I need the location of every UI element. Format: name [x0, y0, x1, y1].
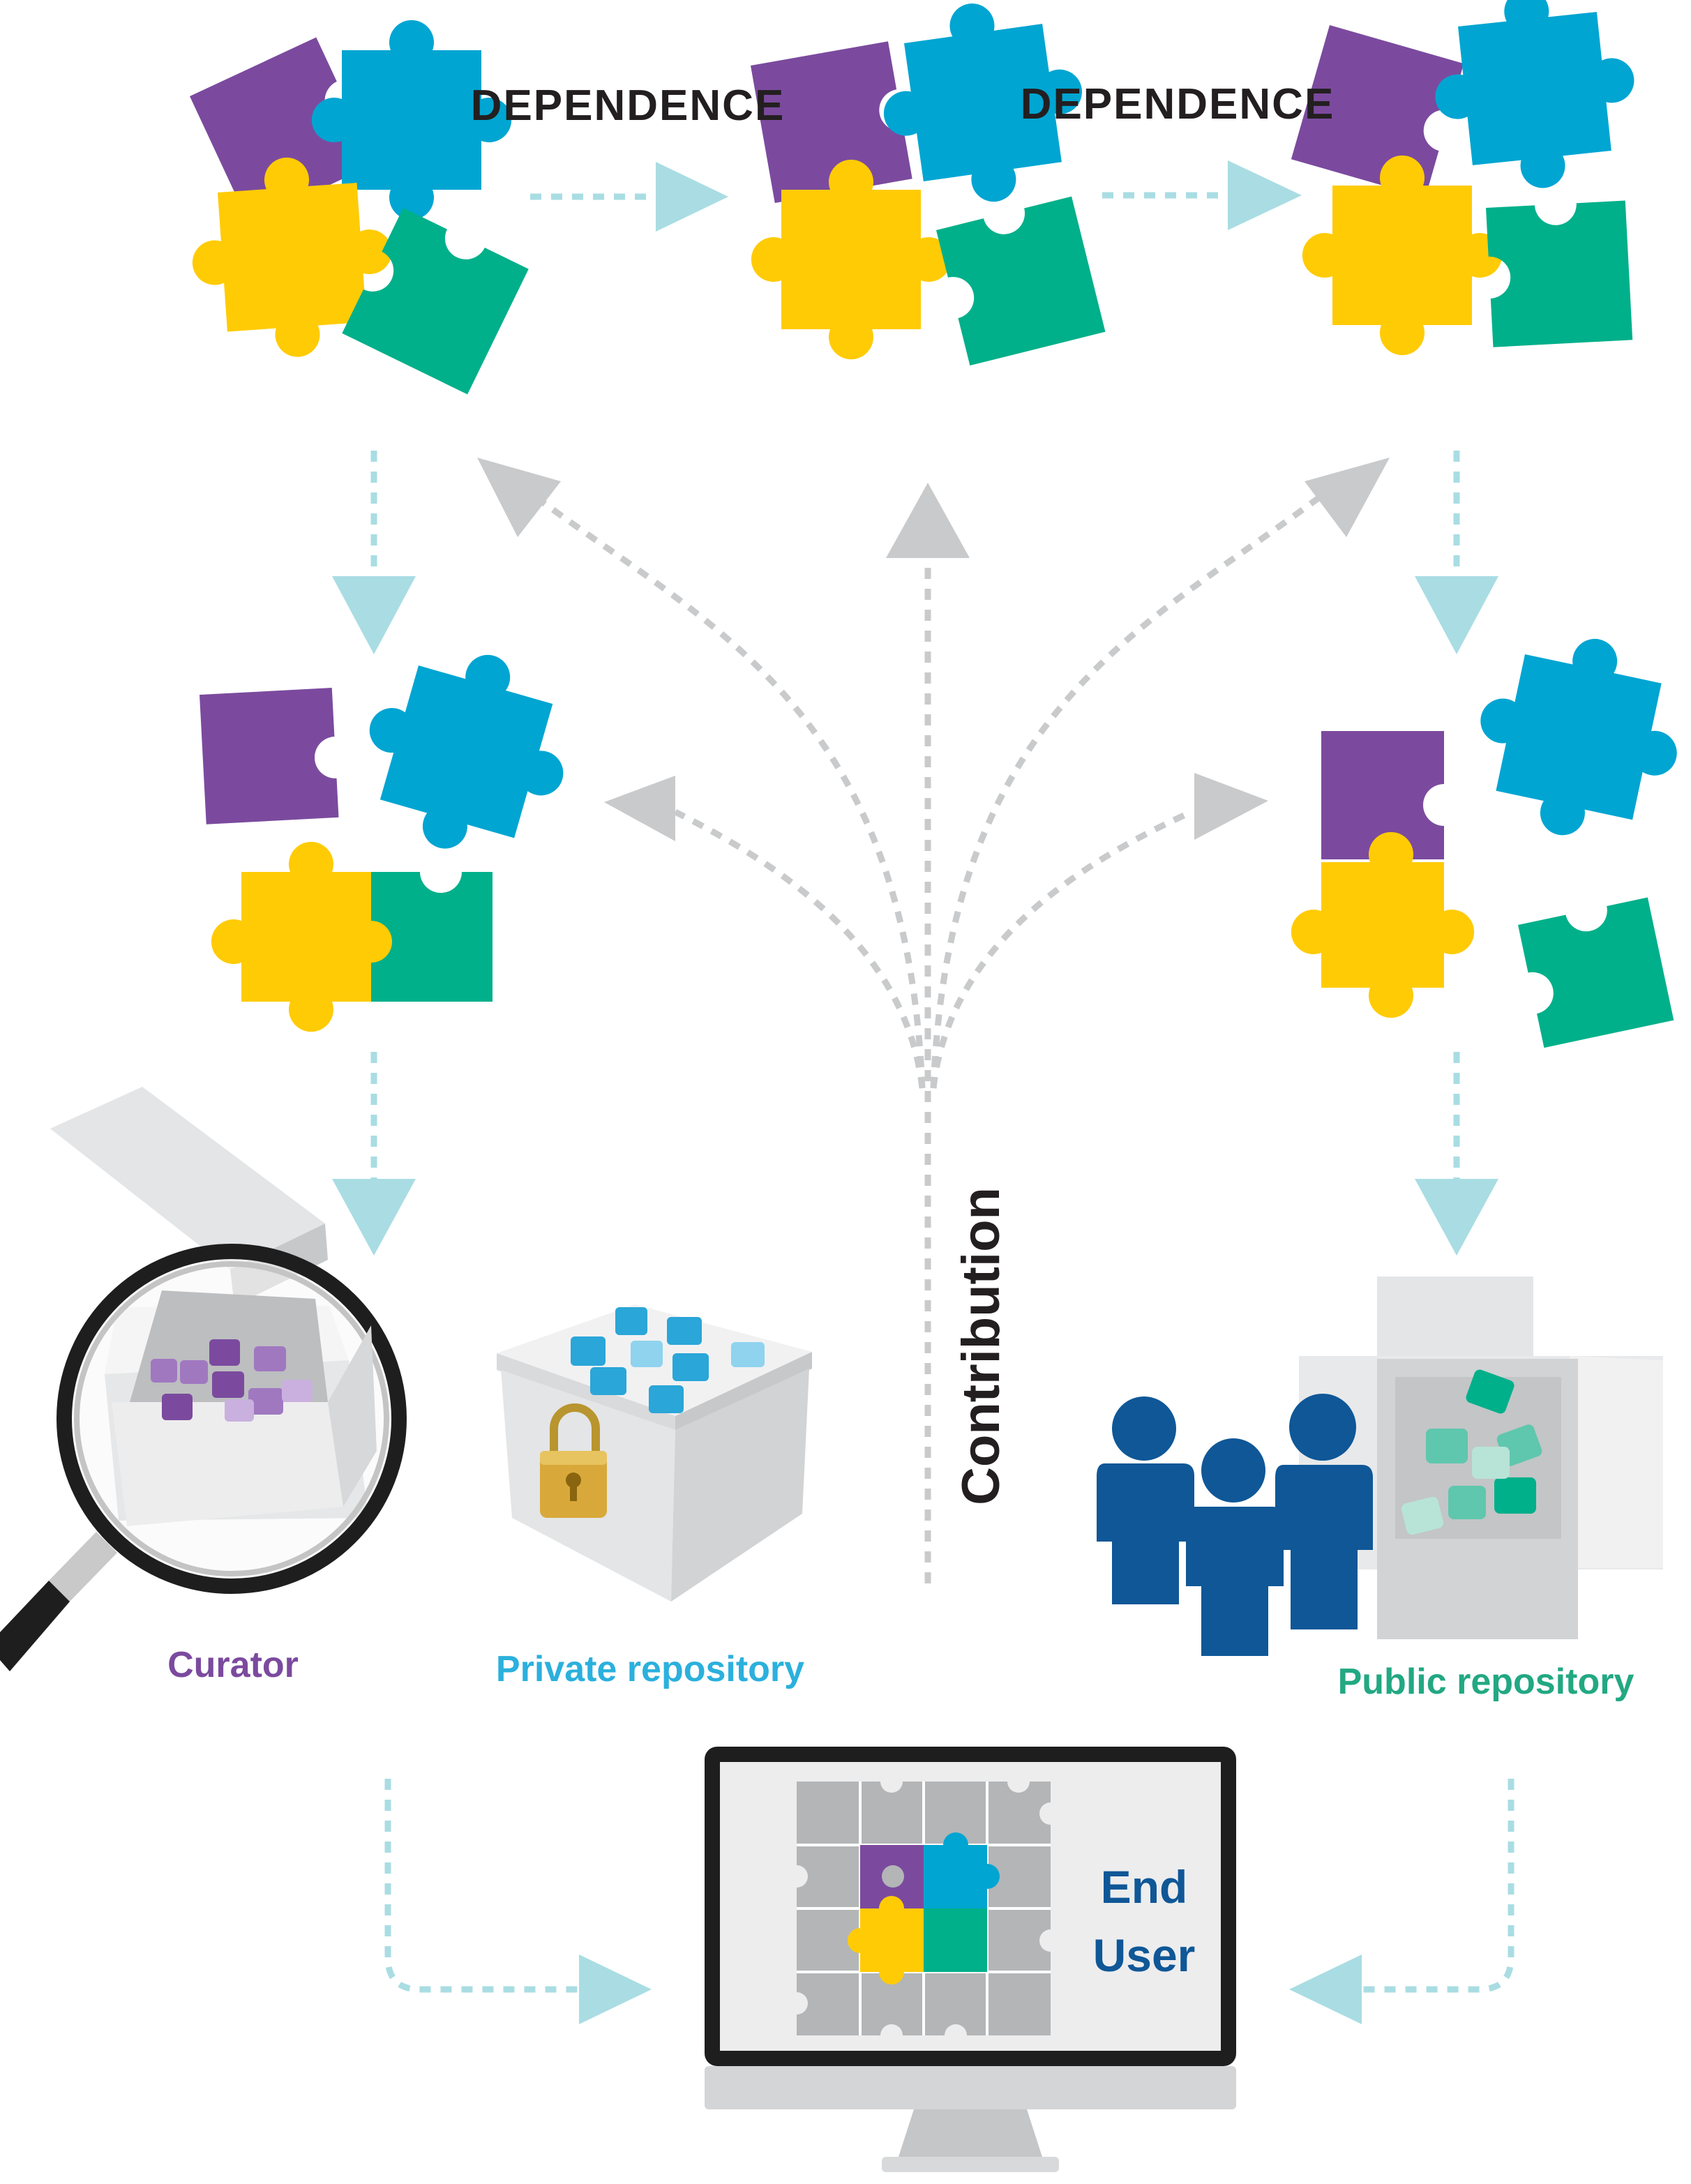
end-user-label-line1: End: [1101, 1861, 1188, 1913]
cluster-top-middle: [751, 3, 1106, 366]
flow-arrow-right-down-2: [1415, 1052, 1498, 1256]
flow-arrow-bottom-right: [1289, 1779, 1515, 2024]
cluster-top-left: [190, 20, 529, 395]
public-repository-label: Public repository: [1338, 1662, 1634, 1702]
people-icon: [1097, 1394, 1373, 1656]
flow-arrow-left-down-2: [332, 1052, 416, 1256]
private-repository-label: Private repository: [496, 1649, 804, 1689]
contribution-label: Contribution: [952, 1187, 1011, 1505]
contribution-arrows: [535, 495, 1321, 1583]
end-user-puzzle-grid: [786, 1770, 1062, 2047]
dependence-label-1: DEPENDENCE: [471, 82, 786, 130]
public-repository-box: [1299, 1276, 1663, 1639]
magnifier-icon: [0, 1244, 407, 1671]
dependence-label-2: DEPENDENCE: [1021, 80, 1335, 128]
end-user-label-line2: User: [1093, 1929, 1196, 1981]
private-repository-box: [497, 1304, 812, 1602]
curator-label: Curator: [167, 1645, 299, 1685]
flow-arrow-bottom-left: [384, 1779, 652, 2024]
cluster-top-right: [1291, 0, 1634, 356]
cluster-mid-right: [1291, 638, 1677, 1048]
flow-arrow-top-1: [530, 162, 728, 232]
padlock-icon: [540, 1403, 607, 1518]
contribution-arrowheads: [477, 458, 1390, 841]
cluster-mid-left: [200, 654, 564, 1032]
flow-arrow-top-2: [1102, 160, 1302, 230]
flow-arrow-left-down-1: [332, 451, 416, 654]
flow-arrow-right-down-1: [1415, 451, 1498, 654]
